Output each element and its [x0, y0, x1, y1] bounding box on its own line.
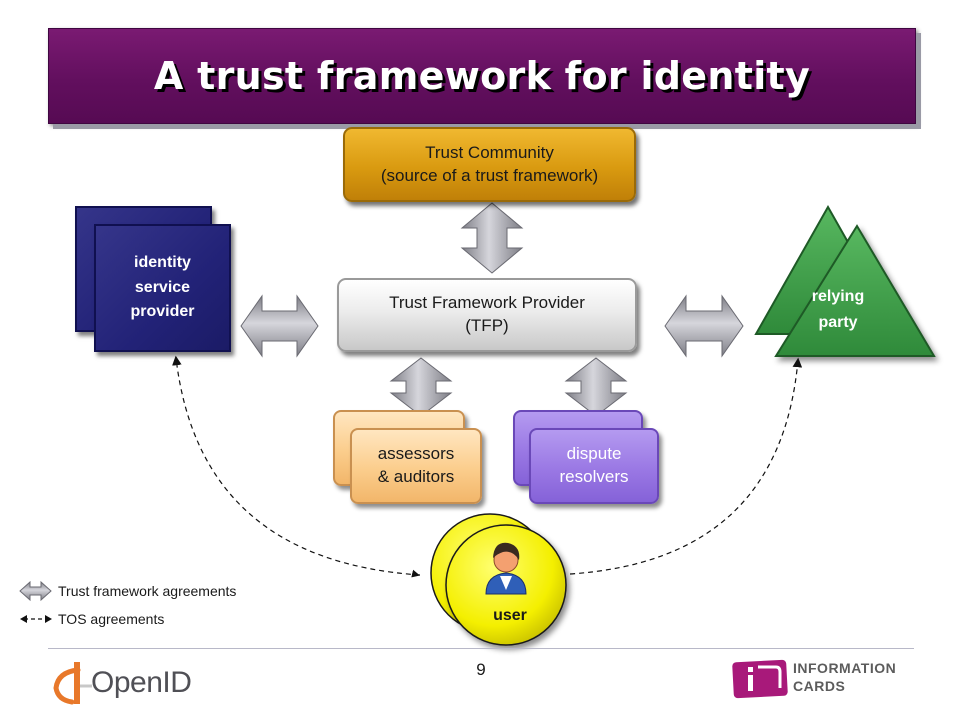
- relying-party-icon: [754, 204, 936, 357]
- relying-party-label-1: relying: [811, 288, 865, 305]
- trust-community-box: Trust Community (source of a trust frame…: [343, 127, 636, 202]
- title-banner: A trust framework for identity: [48, 28, 916, 124]
- identity-provider-label-1: identity: [134, 253, 191, 271]
- trust-community-title: Trust Community: [425, 142, 554, 162]
- assessors-label-1: assessors: [377, 444, 455, 464]
- arrow-tfp-assessors: [389, 357, 453, 417]
- assessors-label-2: & auditors: [377, 467, 455, 486]
- tfp-subtitle: (TFP): [465, 316, 509, 335]
- user-label: user: [493, 607, 527, 624]
- openid-logo-text: OpenID: [91, 666, 192, 699]
- assessors-box: assessors & auditors: [350, 428, 482, 504]
- tfp-title: Trust Framework Provider: [389, 293, 585, 313]
- infocards-logo-line-2: CARDS: [793, 677, 846, 694]
- identity-provider-label-3: provider: [130, 303, 195, 321]
- trust-community-subtitle: (source of a trust framework): [380, 165, 599, 185]
- page-title: A trust framework for identity: [153, 54, 811, 98]
- infocards-logo-line-1: INFORMATION: [793, 660, 897, 676]
- arrow-community-tfp: [460, 202, 524, 274]
- dispute-resolvers-box: dispute resolvers: [529, 428, 659, 504]
- arrow-isp-tfp: [240, 294, 319, 358]
- identity-provider-box: identity service provider: [94, 224, 231, 352]
- dispute-label-2: resolvers: [559, 467, 629, 486]
- legend-double-arrow-icon: [19, 580, 52, 602]
- infocards-logo-icon: [732, 659, 788, 699]
- legend-tos-label: TOS agreements: [58, 611, 165, 627]
- relying-party-label: relying party: [790, 284, 886, 335]
- dispute-label-1: dispute: [566, 444, 622, 464]
- legend-dashed-arrow-icon: [20, 615, 52, 623]
- relying-party-label-2: party: [818, 313, 858, 331]
- arrow-tfp-rp: [664, 294, 744, 358]
- legend-trust-framework-label: Trust framework agreements: [58, 583, 237, 599]
- tfp-box: Trust Framework Provider (TFP): [337, 278, 637, 352]
- tos-curve-left: [172, 355, 421, 576]
- footer-divider: [48, 648, 914, 649]
- infocards-logo-text: INFORMATION CARDS: [793, 660, 896, 695]
- identity-provider-label-2: service: [134, 278, 191, 296]
- page-number: 9: [476, 660, 486, 679]
- openid-logo-icon: [53, 662, 92, 705]
- user-icon: [430, 513, 567, 646]
- arrow-tfp-dispute: [564, 357, 628, 417]
